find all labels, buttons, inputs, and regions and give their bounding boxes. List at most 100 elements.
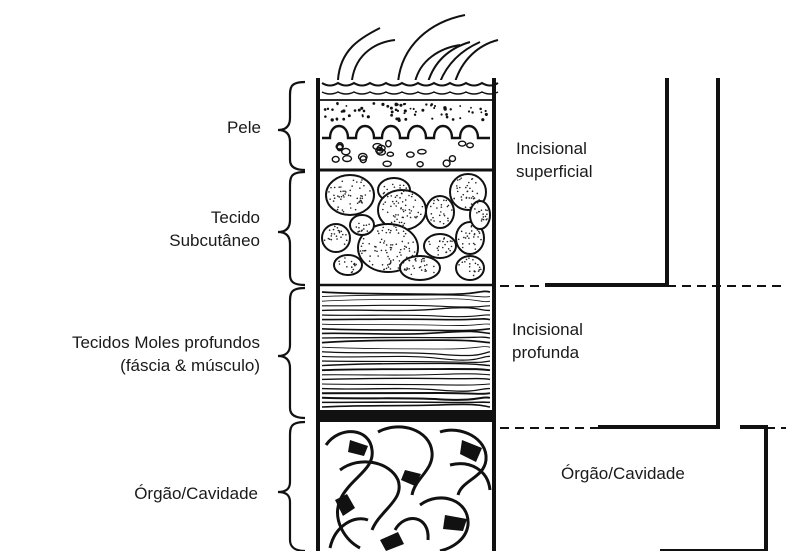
stipple-dot <box>472 259 474 261</box>
stipple-dot <box>390 114 393 117</box>
stipple-dot <box>481 218 483 220</box>
stipple-dot <box>430 104 432 106</box>
stipple-dot <box>456 187 458 189</box>
stipple-dot <box>333 229 335 231</box>
stipple-dot <box>390 249 392 251</box>
stipple-dot <box>343 211 345 213</box>
stipple-dot <box>341 196 343 198</box>
stipple-dot <box>379 242 381 244</box>
stipple-dot <box>386 244 388 246</box>
stipple-dot <box>358 109 361 112</box>
stipple-dot <box>399 184 401 186</box>
stipple-dot <box>336 119 338 121</box>
stipple-dot <box>468 237 470 239</box>
muscle-fiber <box>322 340 490 342</box>
label-skin: Pele <box>227 116 261 139</box>
stipple-dot <box>410 217 412 219</box>
stipple-dot <box>479 266 481 268</box>
stipple-dot <box>386 252 388 254</box>
stipple-dot <box>362 198 364 200</box>
stipple-dot <box>406 267 408 269</box>
stipple-dot <box>399 104 402 107</box>
stipple-dot <box>368 223 370 225</box>
stipple-dot <box>351 272 353 274</box>
stipple-dot <box>414 114 416 116</box>
stipple-dot <box>437 254 439 256</box>
label-deep-incisional: Incisional profunda <box>512 318 583 364</box>
stipple-dot <box>339 232 341 234</box>
stipple-dot <box>443 238 445 240</box>
stipple-dot <box>377 255 379 257</box>
muscle-fiber <box>322 291 490 294</box>
stipple-dot <box>336 238 338 240</box>
stipple-dot <box>389 258 391 260</box>
stipple-dot <box>376 250 378 252</box>
stipple-dot <box>444 244 446 246</box>
stipple-dot <box>397 214 399 216</box>
hair-strands <box>338 15 498 82</box>
stipple-dot <box>407 215 409 217</box>
stipple-dot <box>461 261 463 263</box>
stipple-dot <box>405 246 407 248</box>
stipple-dot <box>356 198 358 200</box>
stipple-dot <box>390 268 392 270</box>
subcutaneous-layer <box>320 174 492 285</box>
stipple-dot <box>433 220 435 222</box>
fat-globule <box>350 215 374 235</box>
stipple-dot <box>466 197 468 199</box>
deep-soft-tissue-layer <box>320 291 492 422</box>
stipple-dot <box>445 252 447 254</box>
stipple-dot <box>388 266 390 268</box>
stipple-dot <box>402 201 404 203</box>
stipple-dot <box>439 241 441 243</box>
stipple-dot <box>444 215 446 217</box>
stipple-dot <box>358 227 360 229</box>
stipple-dot <box>468 182 470 184</box>
stipple-dot <box>405 205 407 207</box>
stipple-dot <box>346 240 348 242</box>
stipple-dot <box>441 204 443 206</box>
skin-layer <box>320 80 498 170</box>
stipple-dot <box>438 200 440 202</box>
stipple-dot <box>395 226 397 228</box>
stipple-dot <box>428 241 430 243</box>
stipple-dot <box>360 181 362 183</box>
label-superficial-line1: Incisional <box>516 137 593 160</box>
stipple-dot <box>395 196 397 198</box>
stipple-dot <box>483 219 485 221</box>
stipple-dot <box>486 210 488 212</box>
stipple-dot <box>395 108 398 111</box>
stipple-dot <box>359 230 361 232</box>
stipple-dot <box>334 226 336 228</box>
stipple-dot <box>458 238 460 240</box>
stipple-dot <box>469 266 471 268</box>
stipple-dot <box>355 209 357 211</box>
stipple-dot <box>469 263 471 265</box>
stipple-dot <box>465 237 467 239</box>
stipple-dot <box>382 209 384 211</box>
stipple-dot <box>402 209 404 211</box>
label-deep-soft-tissue-line2: (fáscia & músculo) <box>72 354 260 377</box>
stipple-dot <box>386 189 388 191</box>
muscle-fiber <box>322 331 490 334</box>
stipple-dot <box>462 243 464 245</box>
muscle-fiber <box>322 324 490 326</box>
stipple-dot <box>439 215 441 217</box>
stipple-dot <box>388 229 390 231</box>
stipple-dot <box>334 233 336 235</box>
stipple-dot <box>433 272 435 274</box>
stipple-dot <box>367 230 369 232</box>
stipple-dot <box>405 269 407 271</box>
stipple-dot <box>392 244 394 246</box>
stipple-dot <box>391 110 394 113</box>
stipple-dot <box>433 203 435 205</box>
stipple-dot <box>348 114 351 117</box>
stipple-dot <box>459 117 461 119</box>
stipple-dot <box>383 242 385 244</box>
stipple-dot <box>404 245 406 247</box>
stipple-dot <box>360 195 362 197</box>
stipple-dot <box>485 219 487 221</box>
stipple-dot <box>387 211 389 213</box>
stipple-dot <box>413 206 415 208</box>
stipple-dot <box>345 191 347 193</box>
